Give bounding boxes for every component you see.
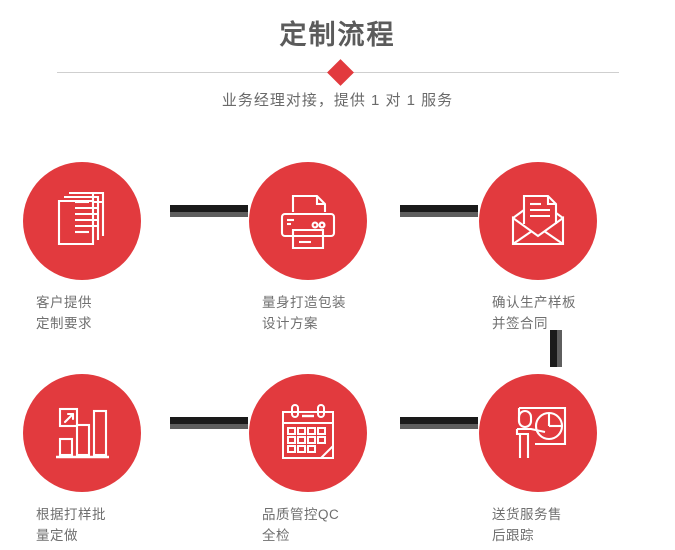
connector-shadow — [557, 330, 562, 367]
flow-step-6[interactable]: 送货服务售 后跟踪 — [461, 352, 651, 543]
connector-shadow — [400, 424, 478, 429]
flow-step-6-label: 送货服务售 后跟踪 — [492, 507, 562, 543]
connector-step3-to-step6 — [550, 330, 562, 367]
page-title: 定制流程 — [279, 20, 396, 50]
flow-step-5-label: 品质管控QC 全检 — [262, 507, 340, 543]
connector-shadow — [170, 212, 248, 217]
calendar-icon — [275, 400, 341, 466]
flow-step-2[interactable]: 量身打造包装 设计方案 — [231, 140, 421, 331]
bar-chart-growth-icon — [49, 400, 115, 466]
divider — [57, 59, 619, 86]
flow-step-3[interactable]: 确认生产样板 并签合同 — [461, 140, 651, 331]
connector-bar — [550, 330, 557, 367]
flow-step-2-circle — [249, 162, 367, 280]
flow-step-2-label: 量身打造包装 设计方案 — [262, 295, 346, 331]
connector-shadow — [170, 424, 248, 429]
connector-step1-to-step2 — [170, 205, 248, 217]
connector-shadow — [400, 212, 478, 217]
printer-icon — [275, 188, 341, 254]
flow-step-1-label: 客户提供 定制要求 — [36, 295, 92, 331]
flow-step-1-circle — [23, 162, 141, 280]
diamond-icon — [327, 59, 354, 86]
flow-step-4-label: 根据打样批 量定做 — [36, 507, 106, 543]
page-subtitle: 业务经理对接，提供 1 对 1 服务 — [221, 92, 454, 109]
flow-step-4[interactable]: 根据打样批 量定做 — [5, 352, 195, 543]
flow-step-4-circle — [23, 374, 141, 492]
connector-bar — [170, 205, 248, 212]
flow-step-6-circle — [479, 374, 597, 492]
envelope-letter-icon — [505, 188, 571, 254]
connector-bar — [400, 205, 478, 212]
calendar-icon-wrap — [249, 374, 367, 492]
header-section: 定制流程 业务经理对接，提供 1 对 1 服务 — [0, 0, 675, 130]
process-flow-diagram: 客户提供 定制要求 量身打造包装 设计方案 — [0, 130, 675, 550]
connector-step5-to-step6 — [400, 417, 478, 429]
documents-stack-icon — [49, 188, 115, 254]
connector-step2-to-step3 — [400, 205, 478, 217]
connector-bar — [400, 417, 478, 424]
flow-step-3-label: 确认生产样板 并签合同 — [492, 295, 576, 331]
flow-step-1[interactable]: 客户提供 定制要求 — [5, 140, 195, 331]
flow-step-5[interactable]: 品质管控QC 全检 — [231, 352, 421, 543]
connector-step4-to-step5 — [170, 417, 248, 429]
connector-bar — [170, 417, 248, 424]
presenter-pie-chart-icon — [505, 400, 571, 466]
flow-step-3-circle — [479, 162, 597, 280]
